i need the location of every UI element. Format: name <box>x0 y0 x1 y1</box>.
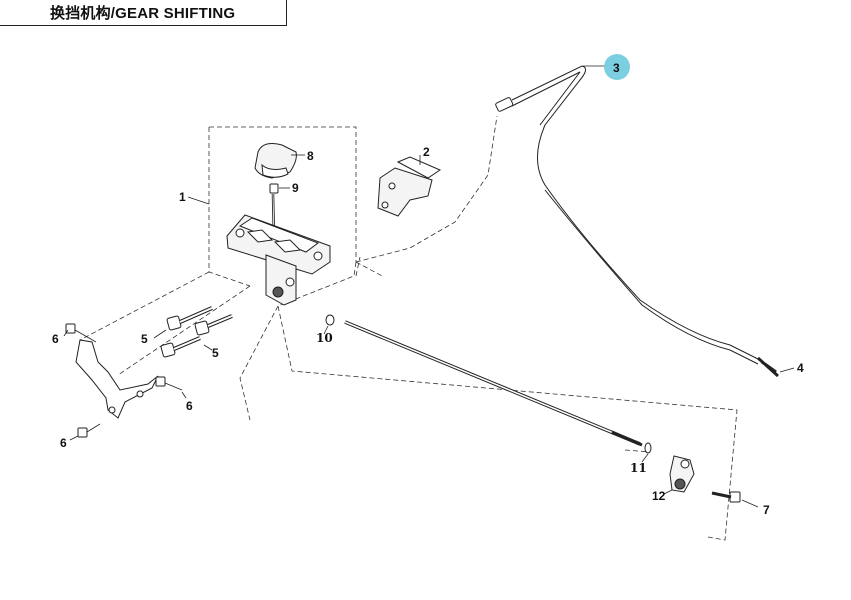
callout-8: 8 <box>307 149 314 163</box>
callout-12: 12 <box>652 489 666 503</box>
callout-1: 1 <box>179 190 186 204</box>
callout-3: 3 <box>613 61 620 75</box>
callout-3-highlight <box>604 54 630 80</box>
linkage-rod <box>344 320 643 447</box>
callout-2: 2 <box>423 145 430 159</box>
callout-7: 7 <box>763 503 770 517</box>
cable-bracket <box>377 155 442 217</box>
callout-6c: 6 <box>60 436 67 450</box>
callout-9: 9 <box>292 181 299 195</box>
callout-11: 11 <box>630 461 647 475</box>
arm-bolt <box>711 491 759 508</box>
mounting-bolts <box>153 306 233 358</box>
title-box: 换挡机构/GEAR SHIFTING <box>0 0 287 26</box>
shift-knob <box>254 143 305 179</box>
callout-5a: 5 <box>141 332 148 346</box>
shifter-base-plate <box>226 214 331 306</box>
rod-washer <box>641 442 652 463</box>
retaining-clip <box>323 314 335 335</box>
cable-end-leader <box>779 367 795 373</box>
callout-4: 4 <box>797 361 804 375</box>
assembly-boundary <box>79 115 738 541</box>
callout-10: 10 <box>316 331 333 345</box>
knob-nut <box>269 183 290 194</box>
callout-5b: 5 <box>212 346 219 360</box>
shift-arm <box>663 455 695 495</box>
diagram-title: 换挡机构/GEAR SHIFTING <box>50 5 236 22</box>
callout-6b: 6 <box>186 399 193 413</box>
flange-bolts <box>63 323 187 441</box>
callout-1-leader <box>187 196 210 205</box>
lower-mount-bracket <box>75 339 159 419</box>
shift-cable <box>495 65 780 378</box>
callout-6a: 6 <box>52 332 59 346</box>
